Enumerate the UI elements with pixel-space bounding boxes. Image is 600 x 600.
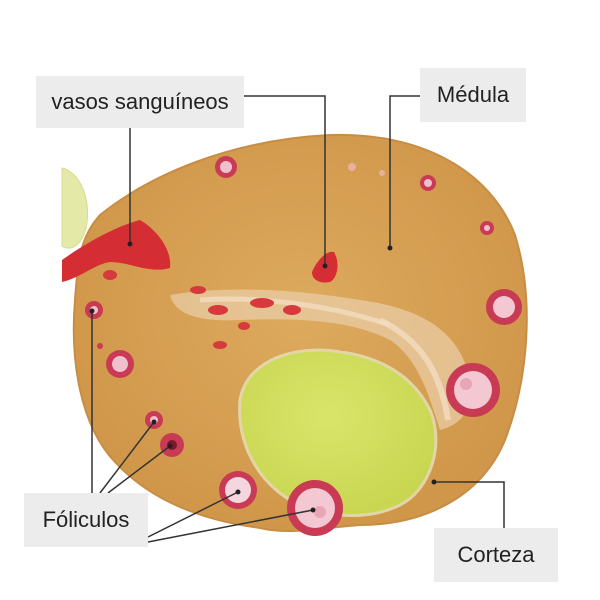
follicle <box>287 480 343 536</box>
label-medula: Médula <box>420 68 526 122</box>
follicle <box>106 350 134 378</box>
follicle <box>480 221 494 235</box>
label-vasos-text: vasos sanguíneos <box>51 89 229 114</box>
label-corteza: Corteza <box>434 528 558 582</box>
leader-fol-4 <box>147 491 239 538</box>
label-medula-text: Médula <box>436 82 510 107</box>
leader-corteza <box>434 481 505 528</box>
leader-fol-2 <box>99 421 155 494</box>
leader-medula <box>389 95 420 248</box>
follicle-small <box>97 343 103 349</box>
leader-lines <box>91 95 505 543</box>
label-corteza-text: Corteza <box>457 542 535 567</box>
blood-vessel <box>213 341 227 349</box>
follicle <box>215 156 237 178</box>
blood-vessel <box>238 322 250 330</box>
blood-vessel <box>190 286 206 294</box>
label-foliculos-text: Fóliculos <box>42 507 130 532</box>
follicle <box>446 363 500 417</box>
label-foliculos: Fóliculos <box>24 493 148 547</box>
blood-vessel <box>250 298 274 308</box>
adjacent-tissue-lobe <box>61 167 88 249</box>
large-follicle <box>238 348 438 517</box>
leader-fol-5 <box>147 509 314 543</box>
medulla-strands <box>170 289 471 430</box>
leader-vasos-right <box>244 95 326 266</box>
follicle-small <box>379 170 385 176</box>
label-vasos-sanguineos: vasos sanguíneos <box>36 76 244 128</box>
leader-dots <box>89 241 437 513</box>
leader-fol-3 <box>107 445 171 494</box>
follicle <box>486 289 522 325</box>
blood-vessel <box>283 305 301 315</box>
follicle <box>420 175 436 191</box>
follicle-small <box>348 163 356 171</box>
blood-vessel <box>103 270 117 280</box>
blood-vessel-large <box>62 220 171 282</box>
blood-vessel <box>208 305 228 315</box>
